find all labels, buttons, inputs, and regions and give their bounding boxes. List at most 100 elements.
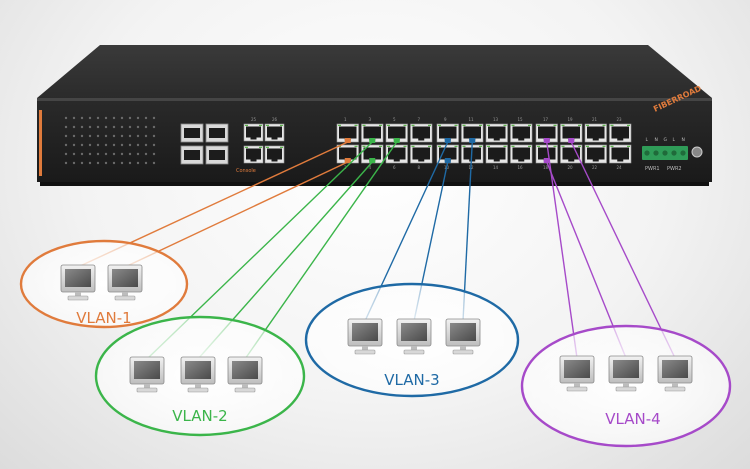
vlan-label: VLAN-2: [172, 407, 227, 425]
sfp-slot-icon[interactable]: [205, 123, 229, 143]
terminal-screw-icon: [671, 150, 677, 156]
port-number-label: 3: [369, 117, 372, 122]
status-led: [120, 152, 124, 156]
status-led: [104, 125, 108, 129]
status-led: [72, 143, 76, 147]
port-number-label: 17: [543, 117, 549, 122]
rj45-port-icon[interactable]: [461, 123, 484, 143]
vlan-group-1: VLAN-1: [19, 239, 189, 329]
rj45-port-icon[interactable]: [410, 144, 433, 164]
port-number-label: 25: [251, 117, 257, 122]
rj45-port-icon[interactable]: [361, 144, 384, 164]
vlan-group-3: VLAN-3: [304, 282, 520, 398]
desktop-computer-icon: [107, 264, 143, 301]
rj45-port-icon[interactable]: [560, 144, 583, 164]
status-led: [112, 152, 116, 156]
cable-plug: [393, 138, 400, 143]
front-accent-strip: [39, 110, 42, 176]
port-number-label: 5: [393, 117, 396, 122]
cable-plug: [444, 158, 451, 163]
desktop-computer-icon: [60, 264, 96, 301]
status-led: [96, 152, 100, 156]
vlan-cable: [244, 141, 398, 360]
rj45-port-icon[interactable]: [584, 144, 607, 164]
rj45-port-icon[interactable]: [336, 123, 359, 143]
terminal-screw-icon: [653, 150, 659, 156]
rj45-port-icon[interactable]: [510, 144, 533, 164]
cable-plug: [369, 158, 376, 163]
status-led: [152, 134, 156, 138]
rj45-port-icon[interactable]: [436, 144, 459, 164]
status-led: [80, 143, 84, 147]
status-led: [136, 143, 140, 147]
status-led: [104, 161, 108, 165]
sfp-slot-icon[interactable]: [180, 145, 204, 165]
sfp-slot-icon[interactable]: [180, 123, 204, 143]
rj45-port-icon[interactable]: [336, 144, 359, 164]
port-number-label: 16: [518, 165, 524, 170]
rj45-port-icon[interactable]: [609, 123, 632, 143]
terminal-screw-icon: [662, 150, 668, 156]
rj45-port-icon[interactable]: [510, 123, 533, 143]
status-led: [144, 152, 148, 156]
port-number-label: 19: [568, 117, 574, 122]
cable-plug: [369, 138, 376, 143]
port-number-label: 18: [543, 165, 549, 170]
status-led: [128, 143, 132, 147]
sfp-slot-icon[interactable]: [205, 145, 229, 165]
port-number-label: 24: [617, 165, 623, 170]
status-led: [136, 152, 140, 156]
port-number-label: 11: [469, 117, 475, 122]
status-led: [80, 116, 84, 120]
rj45-port-icon[interactable]: [609, 144, 632, 164]
rj45-port-icon[interactable]: [485, 123, 508, 143]
desktop-computer-icon: [227, 356, 263, 393]
status-led: [120, 134, 124, 138]
vlan-cable: [546, 141, 578, 359]
status-led: [80, 161, 84, 165]
vlan-label: VLAN-4: [605, 410, 660, 428]
sfp-slot-group: [180, 123, 229, 165]
rj45-port-icon[interactable]: [243, 123, 264, 142]
status-led: [136, 125, 140, 129]
ground-screw-icon: [691, 146, 703, 158]
status-led: [88, 152, 92, 156]
status-led: [144, 116, 148, 120]
status-led: [104, 152, 108, 156]
rj45-port-icon[interactable]: [264, 123, 285, 142]
status-led: [128, 152, 132, 156]
status-led: [64, 134, 68, 138]
desktop-computer-icon: [608, 355, 644, 392]
status-led: [120, 116, 124, 120]
rj45-port-icon[interactable]: [264, 145, 285, 164]
status-led: [64, 143, 68, 147]
rj45-port-icon[interactable]: [243, 145, 264, 164]
combo-port-group: 25 26: [243, 117, 285, 164]
status-led: [88, 161, 92, 165]
terminal-label: L: [646, 137, 649, 143]
port-number-label: 22: [592, 165, 598, 170]
led-status-panel: [64, 116, 156, 165]
port-number-label: 7: [418, 117, 421, 122]
port-number-label: 14: [493, 165, 499, 170]
status-led: [88, 125, 92, 129]
rj45-port-icon[interactable]: [385, 144, 408, 164]
rj45-port-icon[interactable]: [485, 144, 508, 164]
vlan-cable: [570, 141, 676, 359]
terminal-label: L: [673, 137, 676, 143]
rj45-port-icon[interactable]: [410, 123, 433, 143]
status-led: [96, 125, 100, 129]
cable-plug: [344, 158, 351, 163]
vlan-label: VLAN-1: [76, 309, 131, 327]
status-led: [144, 143, 148, 147]
status-led: [80, 152, 84, 156]
status-led: [136, 161, 140, 165]
port-number-label: 4: [369, 165, 372, 170]
port-number-label: 26: [272, 117, 278, 122]
status-led: [144, 134, 148, 138]
status-led: [96, 134, 100, 138]
port-number-label: 1: [344, 117, 347, 122]
rj45-port-icon[interactable]: [584, 123, 607, 143]
